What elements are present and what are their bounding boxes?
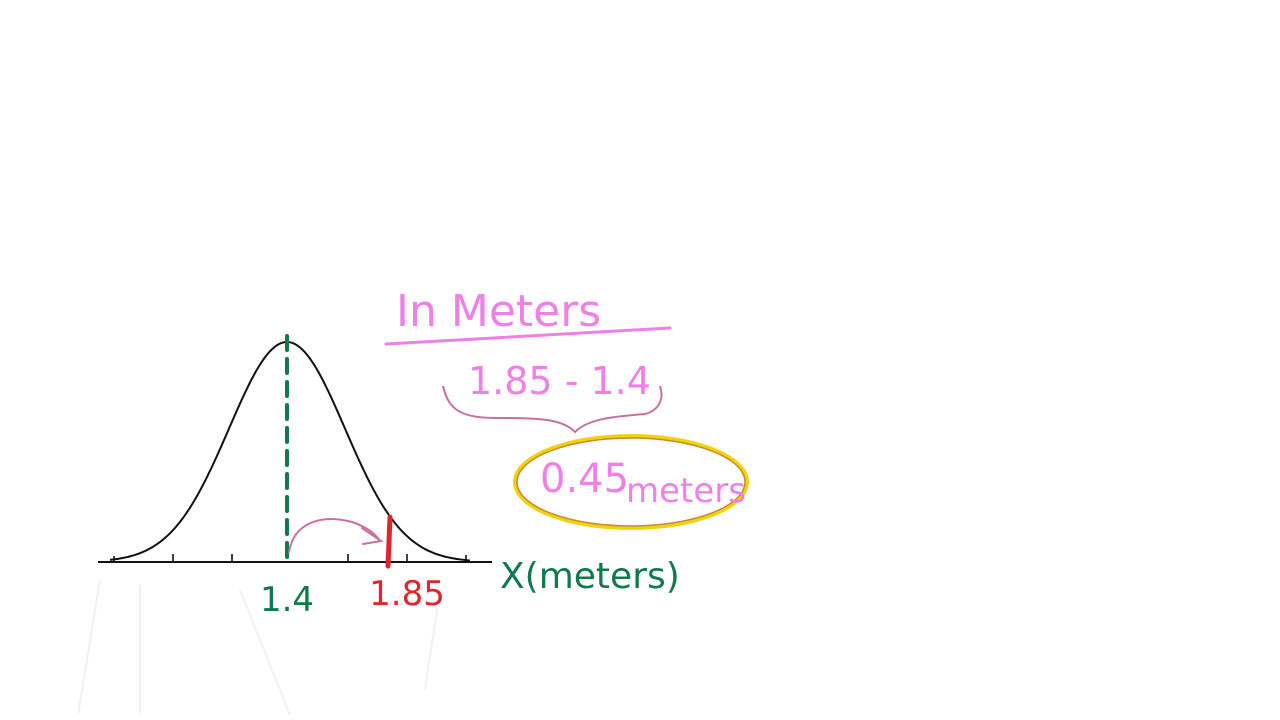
result-value: 0.45	[540, 456, 629, 502]
axis-label: X(meters)	[500, 556, 680, 597]
point-marker-line	[385, 514, 393, 569]
normal-curve	[109, 341, 471, 562]
result-unit: meters	[626, 471, 746, 511]
mean-label: 1.4	[260, 580, 314, 620]
faint-guide-lines	[77, 579, 441, 716]
subtraction-expression: 1.85 - 1.4	[468, 359, 651, 403]
curly-brace	[442, 385, 663, 434]
distance-arrow	[288, 518, 384, 553]
point-label: 1.85	[369, 574, 445, 614]
heading-underline	[384, 326, 672, 346]
result-highlight-edge	[516, 437, 746, 527]
heading: In Meters	[396, 286, 601, 337]
axis-ticks	[113, 554, 467, 562]
result-highlight	[513, 434, 749, 530]
